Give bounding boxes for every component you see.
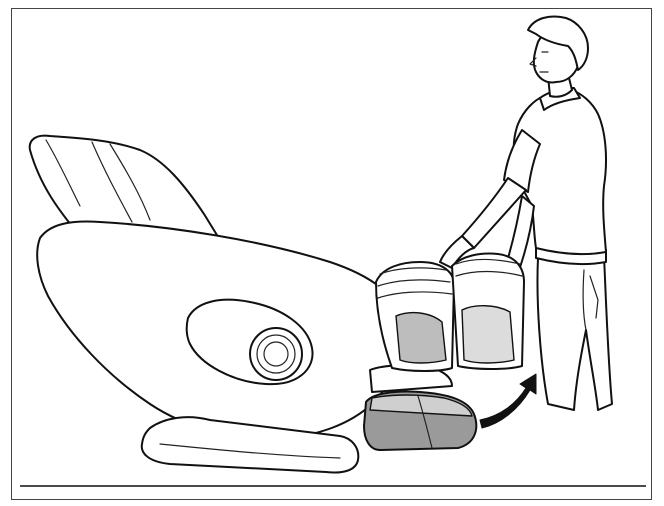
person-face bbox=[529, 51, 549, 73]
raised-rib-2 bbox=[377, 279, 451, 287]
raised-rib-4 bbox=[455, 258, 521, 265]
base-seam bbox=[159, 443, 341, 459]
chair-base bbox=[140, 416, 360, 474]
person-hair bbox=[527, 15, 589, 71]
backrest-seam-2 bbox=[109, 143, 151, 221]
leg-rest-raised-left-inner bbox=[395, 311, 447, 364]
trousers-pocket bbox=[582, 269, 587, 331]
raised-rib-5 bbox=[455, 270, 523, 277]
trousers-side bbox=[589, 275, 599, 319]
chair-backrest bbox=[28, 134, 221, 241]
massage-chair bbox=[28, 134, 537, 474]
chair-control-knob bbox=[249, 327, 303, 381]
person-sleeve bbox=[503, 129, 541, 193]
backrest-seam-3 bbox=[45, 139, 81, 207]
person-shirt bbox=[512, 89, 607, 256]
person-trousers bbox=[536, 255, 613, 411]
raised-rib-3 bbox=[377, 291, 453, 299]
raised-rib-1 bbox=[379, 267, 447, 275]
leg-rest-raised-right-inner bbox=[461, 305, 515, 364]
knob-ring-1 bbox=[256, 334, 296, 374]
leg-rest-lower-seam bbox=[417, 395, 433, 449]
backrest-seam-1 bbox=[91, 141, 133, 223]
knob-ring-2 bbox=[263, 341, 289, 367]
lift-direction-arrow bbox=[479, 373, 537, 429]
